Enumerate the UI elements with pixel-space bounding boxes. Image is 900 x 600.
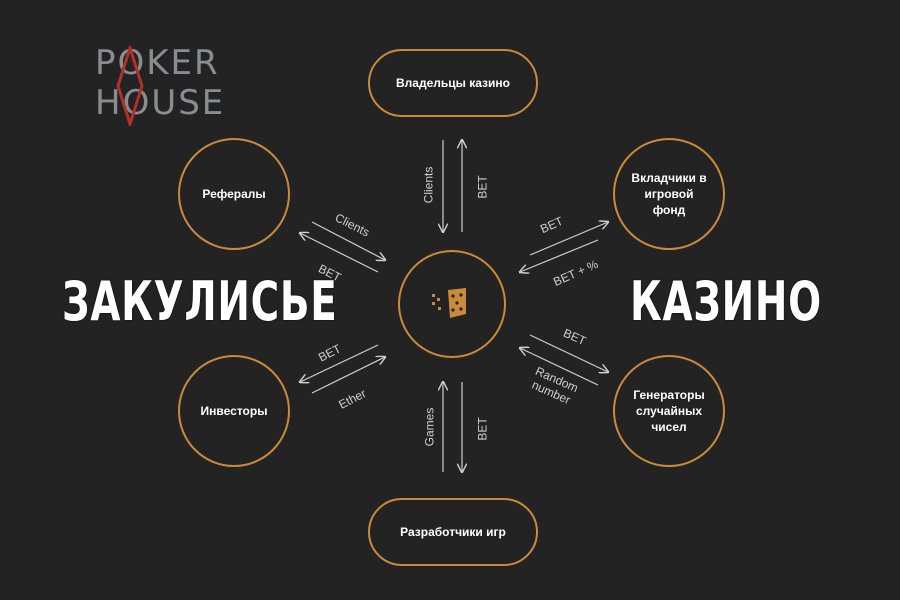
arrow-right-top-out	[529, 222, 608, 256]
node-casino-owners-label: Владельцы казино	[396, 76, 510, 90]
node-game-developers: Разработчики игр	[368, 498, 538, 566]
arrow-right-bottom-in	[520, 348, 599, 386]
arrow-right-top-in	[520, 239, 599, 272]
node-gaming-fund-depositors: Вкладчики в игровой фонд	[613, 138, 725, 250]
node-rng-label: Генераторы случайных чисел	[633, 388, 705, 434]
node-gaming-fund-depositors-label: Вкладчики в игровой фонд	[631, 171, 707, 217]
node-rng: Генераторы случайных чисел	[613, 355, 725, 467]
heading-left: ЗАКУЛИСЬЕ	[62, 270, 338, 333]
logo-line-1: POKER	[95, 43, 220, 83]
node-referrals: Рефералы	[178, 138, 290, 250]
logo-line-2: HOUSE	[95, 83, 226, 123]
heading-right: КАЗИНО	[630, 270, 822, 333]
arrow-left-top-out	[311, 221, 385, 260]
logo-red-diamond-icon	[116, 46, 144, 126]
edge-label-top-clients: Clients	[421, 166, 436, 204]
poker-house-logo: POKER HOUSE	[95, 44, 223, 126]
node-center-casino	[398, 250, 506, 358]
arrow-left-top-in	[300, 233, 379, 273]
edge-label-top-bet: BET	[475, 175, 490, 199]
node-casino-owners: Владельцы казино	[368, 49, 538, 117]
dice-icon	[432, 288, 466, 318]
arrow-left-bottom-in	[300, 344, 379, 382]
edge-label-bottom-games: Games	[422, 407, 437, 447]
node-investors: Инвесторы	[178, 355, 290, 467]
node-game-developers-label: Разработчики игр	[400, 525, 506, 539]
arrow-right-bottom-out	[529, 334, 608, 372]
node-investors-label: Инвесторы	[200, 404, 268, 418]
arrow-left-bottom-out	[311, 357, 385, 394]
edge-label-bottom-bet: BET	[475, 417, 490, 441]
node-referrals-label: Рефералы	[202, 187, 266, 201]
